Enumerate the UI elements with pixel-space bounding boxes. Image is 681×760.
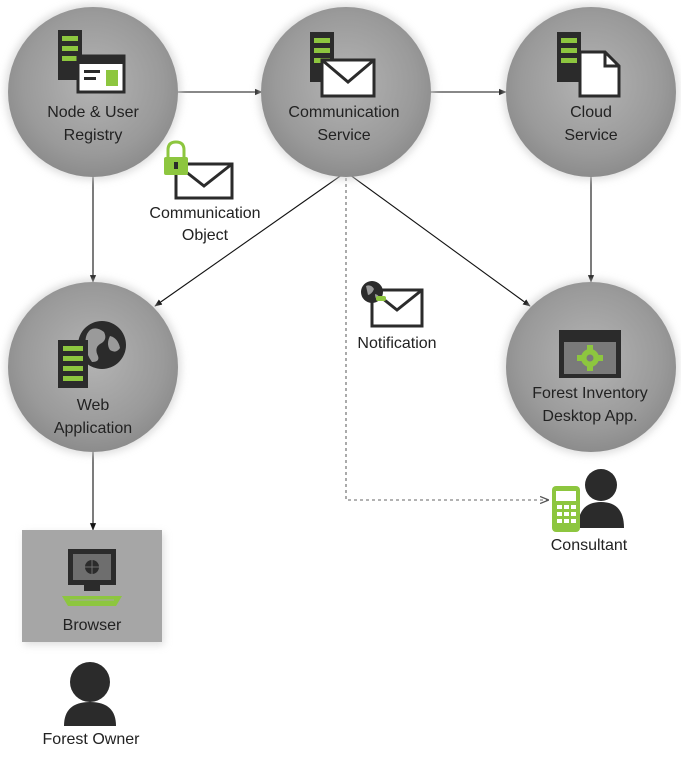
node-web[interactable]: Web Application bbox=[5, 279, 181, 455]
node-forest-app[interactable]: Forest Inventory Desktop App. bbox=[503, 279, 679, 455]
phone-person-icon bbox=[552, 469, 624, 532]
node-cloud[interactable]: Cloud Service bbox=[503, 4, 679, 180]
node-registry-label-2: Registry bbox=[64, 127, 123, 144]
node-forest-app-label-1: Forest Inventory bbox=[532, 385, 648, 402]
forest-owner-label: Forest Owner bbox=[43, 731, 141, 748]
node-cloud-label-1: Cloud bbox=[570, 104, 612, 121]
node-communication[interactable]: Communication Service bbox=[258, 4, 434, 180]
node-web-label-2: Application bbox=[54, 420, 132, 437]
server-window-icon bbox=[58, 30, 126, 94]
communication-object-label-2: Object bbox=[182, 227, 229, 244]
locked-envelope-icon bbox=[164, 140, 234, 200]
link-notification-consultant bbox=[345, 172, 548, 500]
connections bbox=[89, 88, 595, 531]
link-communication-forest-app bbox=[338, 165, 531, 307]
server-document-icon bbox=[557, 32, 621, 98]
server-mail-icon bbox=[310, 32, 376, 98]
node-communication-label-2: Service bbox=[317, 127, 370, 144]
communication-object-label-1: Communication bbox=[149, 205, 260, 222]
node-web-label-1: Web bbox=[77, 397, 110, 414]
browser-label: Browser bbox=[63, 617, 122, 634]
server-globe-icon bbox=[58, 321, 126, 388]
consultant-label: Consultant bbox=[551, 537, 628, 554]
notification-label: Notification bbox=[357, 335, 436, 352]
computer-icon bbox=[62, 549, 122, 606]
browser-box[interactable]: Browser bbox=[22, 530, 164, 645]
node-registry[interactable]: Node & User Registry bbox=[5, 4, 181, 180]
node-cloud-label-2: Service bbox=[564, 127, 617, 144]
node-registry-label-1: Node & User bbox=[47, 104, 139, 121]
globe-envelope-icon bbox=[361, 281, 424, 328]
node-communication-label-1: Communication bbox=[288, 104, 399, 121]
consultant[interactable]: Consultant bbox=[551, 469, 628, 554]
node-forest-app-label-2: Desktop App. bbox=[542, 408, 637, 425]
notification: Notification bbox=[357, 281, 437, 352]
link-communication-web bbox=[154, 165, 354, 307]
person-icon bbox=[64, 662, 116, 726]
forest-owner[interactable]: Forest Owner bbox=[43, 662, 141, 748]
app-window-gear-icon bbox=[559, 330, 621, 378]
communication-object: Communication Object bbox=[149, 140, 261, 244]
